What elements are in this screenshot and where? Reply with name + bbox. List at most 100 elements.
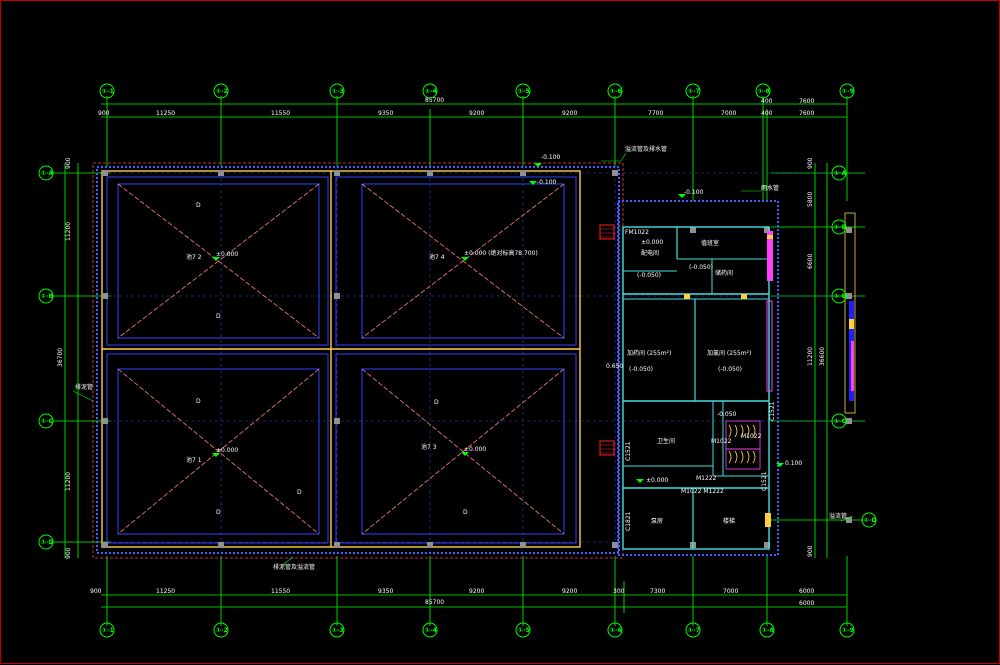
dim-top: 9200: [469, 110, 484, 117]
dim-bottom: 9200: [562, 588, 577, 595]
dim-top: 9200: [562, 110, 577, 117]
room-elevation: ±0.000: [641, 239, 663, 246]
tank-inner-wall: [101, 170, 581, 548]
mark: D: [216, 313, 221, 320]
door-tag: FM1022: [625, 229, 649, 236]
level: -0.100: [537, 179, 557, 186]
window-tag: C1821: [625, 511, 632, 531]
axis-top-7: ①-7: [688, 88, 700, 95]
dim-top: 11250: [156, 110, 175, 117]
dimension-texts: 85700 900 11250 11550 9350 9200 9200 770…: [57, 97, 826, 607]
dim-bottom: 6000: [799, 588, 814, 595]
door-tag: M1222: [696, 475, 717, 482]
dim-top-total: 85700: [425, 97, 444, 104]
dim-top: 400: [761, 110, 773, 117]
dim-top: 9350: [378, 110, 393, 117]
dim-bottom: 900: [90, 588, 102, 595]
dim-bottom: 9200: [469, 588, 484, 595]
axis-bottom-8: ①-8: [762, 627, 774, 634]
mark: D: [297, 489, 302, 496]
dimension-lines: [51, 96, 865, 626]
axis-top-1: ①-1: [102, 88, 114, 95]
room-name: 配电间: [641, 249, 659, 257]
dim-right: 11200: [807, 347, 814, 366]
axis-right-e: ①-E: [834, 224, 846, 231]
level: ±0.000: [646, 477, 668, 484]
mark: D: [216, 509, 221, 516]
room-labels: FM1022 ±0.000 配电间 值班室 加药间 (255m²) 加氯间 (2…: [625, 229, 762, 531]
pool-label: 池7 4: [429, 253, 445, 261]
note: C1521: [761, 471, 768, 491]
axis-top-4: ①-4: [425, 88, 437, 95]
axis-bottom-6: ①-6: [610, 627, 622, 634]
axis-right-c: ①-C: [834, 418, 847, 425]
level: (-0.050): [637, 272, 661, 279]
dim-bottom: 7000: [723, 588, 738, 595]
axis-top-8: ①-8: [758, 88, 770, 95]
dim-bottom: 9350: [378, 588, 393, 595]
equipment-building: [599, 200, 856, 556]
room-name: 加药间 (255m²): [627, 349, 671, 357]
axis-top-6: ①-6: [610, 88, 622, 95]
note: 溢流管: [829, 512, 847, 520]
elevation-marker: [461, 452, 469, 456]
axis-top-3: ①-3: [332, 88, 344, 95]
tank-outline: [92, 162, 624, 559]
level: 0.100: [785, 460, 802, 467]
elevation-marker: [212, 257, 220, 261]
notes: 溢流管及排水管 雨水管 溢流管 排泥管 排泥管及溢流管 C1521 C1521: [75, 145, 847, 571]
room-name: 加氯间 (255m²): [707, 349, 751, 357]
note: 雨水管: [761, 184, 779, 192]
axis-bottom-5: ①-5: [518, 627, 530, 634]
axis-left-a: ①-A: [41, 170, 54, 177]
axis-left-b: ①-B: [41, 293, 54, 300]
pool-label: 池7 3: [421, 443, 437, 451]
grid-centerlines: [101, 166, 861, 551]
mark: D: [196, 202, 201, 209]
pool-elevation: ±0.000: [216, 447, 238, 454]
dim-right-total: 36600: [819, 347, 826, 366]
dim-left-total: 36700: [57, 348, 64, 367]
leader-lines: [72, 152, 854, 567]
dim-bottom: 11550: [271, 588, 290, 595]
level: (-0.050): [718, 366, 742, 373]
axis-top-2: ①-2: [216, 88, 228, 95]
elevation-marker: [212, 453, 220, 457]
axis-bottom-1: ①-1: [102, 627, 114, 634]
note: 排泥管: [75, 383, 93, 391]
dim-top-small: 400: [761, 98, 773, 105]
level: -0.100: [684, 189, 704, 196]
pool-label: 池7 2: [186, 253, 202, 261]
room-name: 泵房: [651, 517, 663, 525]
dim-top: 7700: [648, 110, 663, 117]
pool-label: 池7 1: [186, 456, 202, 464]
tank-wall-hatch: [96, 166, 620, 554]
door-tag: M1022: [711, 438, 732, 445]
level: 0.650: [606, 363, 623, 370]
dim-top: 7600: [799, 110, 814, 117]
room-name: 卫生间: [657, 437, 675, 445]
level: (-0.050): [689, 264, 713, 271]
axis-top-9: ①-9: [842, 88, 854, 95]
note: 溢流管及排水管: [625, 145, 667, 153]
dim-left: 11200: [65, 472, 72, 491]
dim-right: 900: [807, 545, 814, 557]
room-name: 储药间: [715, 269, 733, 277]
axis-bottom-9: ①-9: [842, 627, 854, 634]
pool-elevation: ±0.000: [464, 446, 486, 453]
dim-left: 900: [65, 547, 72, 559]
pool-cells: [106, 176, 577, 544]
axis-bottom-3: ①-3: [332, 627, 344, 634]
dim-top: 11550: [271, 110, 290, 117]
mark: D: [196, 398, 201, 405]
dim-bottom: 300: [613, 588, 625, 595]
axis-bottom-4: ①-4: [425, 627, 437, 634]
level: -0.050: [717, 411, 737, 418]
axis-left-d: ①-D: [41, 539, 54, 546]
level: (-0.050): [629, 366, 653, 373]
window-tag: C1521: [625, 441, 632, 461]
pool-elevation: ±0.000 (绝对标高78.700): [464, 249, 538, 257]
axis-bottom-2: ①-2: [216, 627, 228, 634]
